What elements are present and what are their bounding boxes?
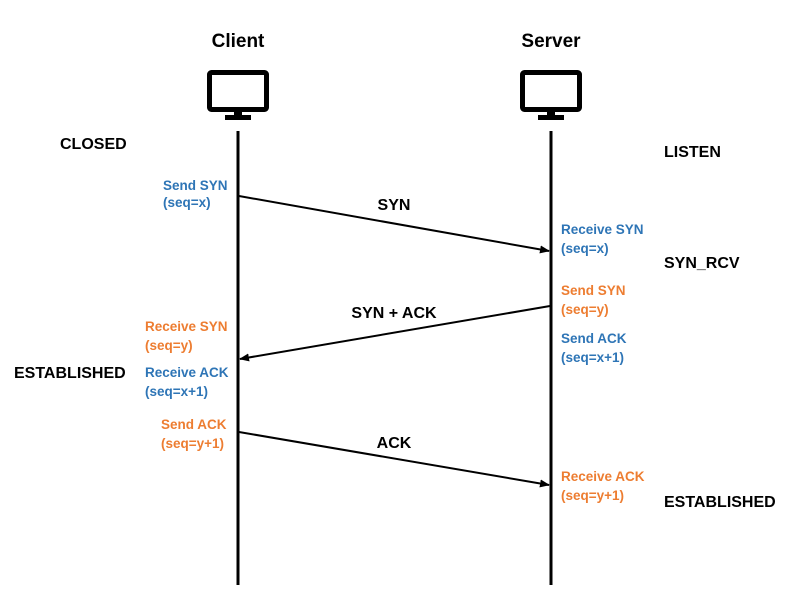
server-state-syn-rcv: SYN_RCV xyxy=(664,255,740,272)
ack-label: ACK xyxy=(377,435,412,452)
client-note-send-ack: Send ACK (seq=y+1) xyxy=(161,417,230,451)
ack-arrow xyxy=(238,431,550,488)
monitor-icon xyxy=(520,70,582,120)
client-state-established: ESTABLISHED xyxy=(14,365,126,382)
server-note-receive-ack: Receive ACK (seq=y+1) xyxy=(561,469,648,503)
client-note-receive-ack: Receive ACK (seq=x+1) xyxy=(145,365,232,399)
client-note-receive-syn: Receive SYN (seq=y) xyxy=(145,319,231,353)
server-state-listen: LISTEN xyxy=(664,144,721,161)
client-state-closed: CLOSED xyxy=(60,136,127,153)
client-title: Client xyxy=(212,31,265,52)
monitor-icon xyxy=(207,70,269,120)
syn-arrow xyxy=(238,195,550,254)
server-state-established: ESTABLISHED xyxy=(664,494,776,511)
client-note-send-syn: Send SYN (seq=x) xyxy=(163,178,231,210)
syn-ack-label: SYN + ACK xyxy=(351,305,437,322)
server-title: Server xyxy=(521,31,581,52)
server-note-receive-syn: Receive SYN (seq=x) xyxy=(561,222,647,256)
server-note-send-syn: Send SYN (seq=y) xyxy=(561,283,629,317)
syn-label: SYN xyxy=(378,197,411,214)
syn-ack-arrow xyxy=(239,305,551,362)
server-note-send-ack: Send ACK (seq=x+1) xyxy=(561,331,630,365)
